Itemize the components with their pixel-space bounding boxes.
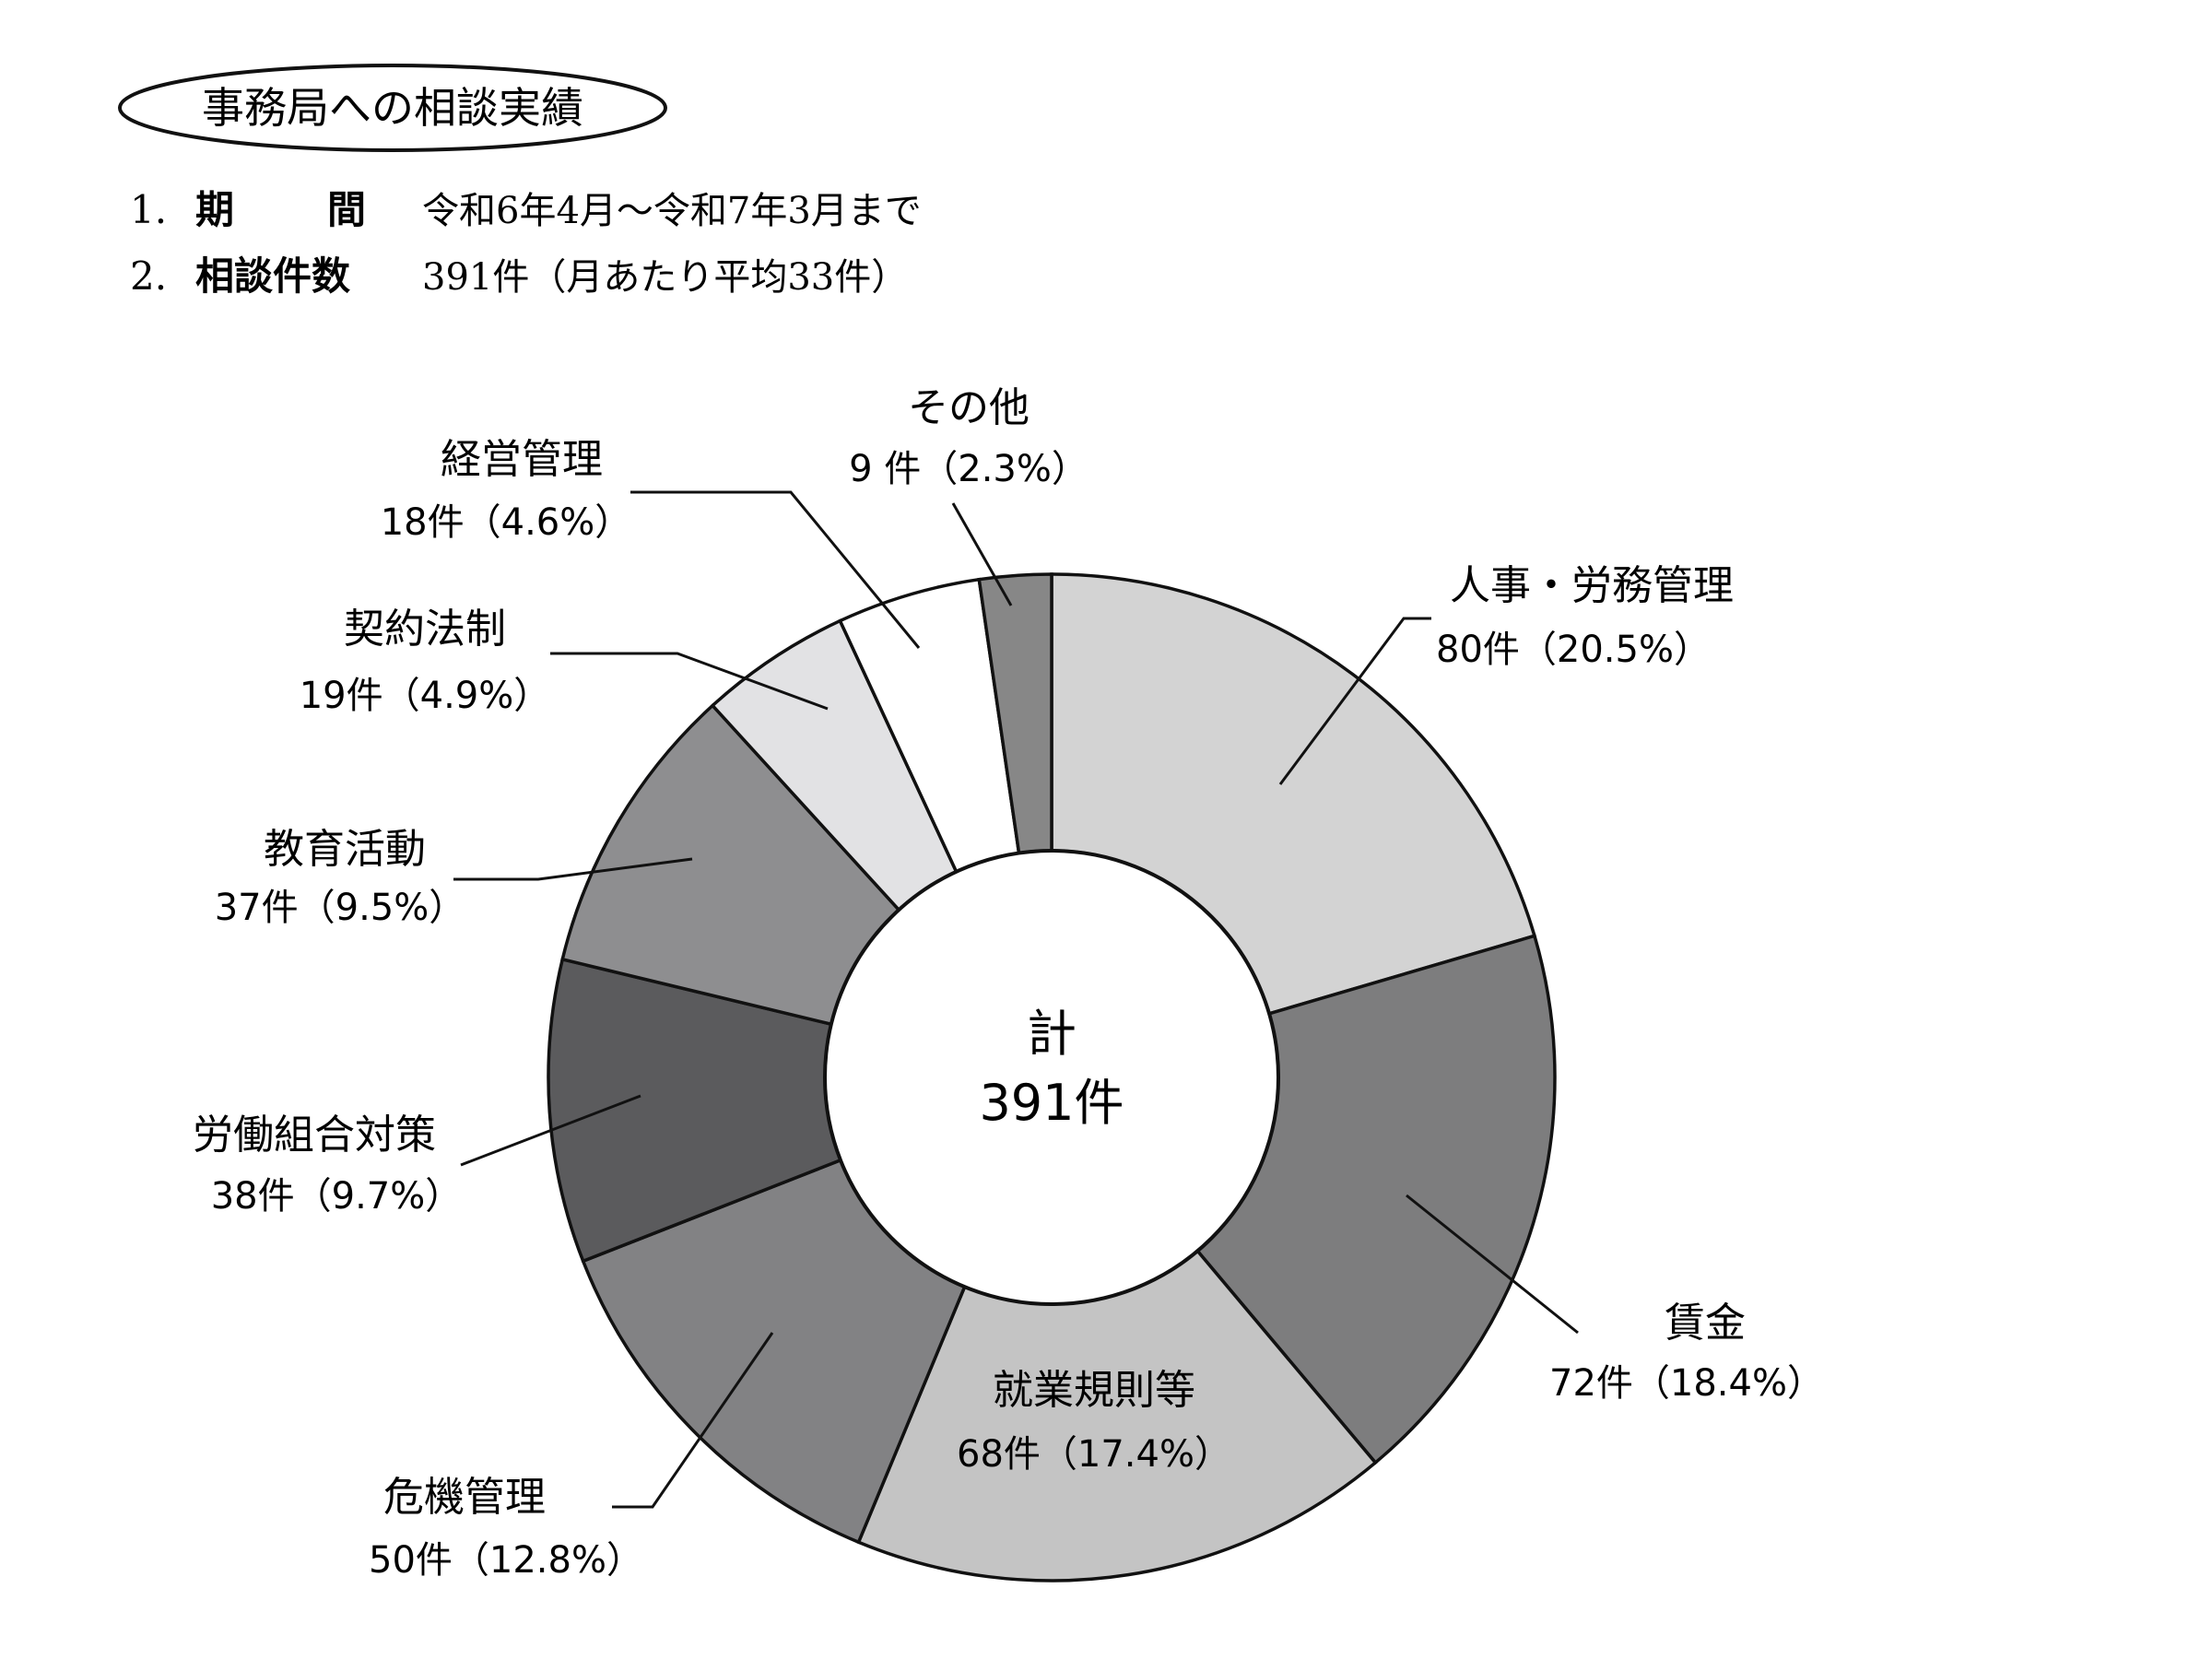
item-1-value: 令和6年4月～令和7年3月まで: [422, 190, 922, 232]
label-shugyo-name: 就業規則等: [993, 1367, 1195, 1414]
label-sonota-value: 9 件（2.3%）: [849, 448, 1088, 490]
header: 事務局への相談実績 1. 期 間 令和6年4月～令和7年3月まで 2. 相談件数…: [118, 64, 922, 299]
label-keiyaku-name: 契約法制: [344, 606, 506, 653]
label-keiei-value: 18件（4.6%）: [381, 501, 632, 544]
leader-line-jinji: [1278, 617, 1431, 785]
leader-line-keiyaku: [550, 652, 829, 711]
item-2-num: 2.: [130, 253, 167, 299]
leader-line-kiki: [612, 1332, 774, 1509]
item-1-num: 1.: [130, 187, 167, 232]
item-1-label-a: 期: [195, 187, 234, 232]
label-kyouiku-name: 教育活動: [264, 826, 426, 873]
leader-line-sonota: [951, 502, 1013, 606]
label-roudou-name: 労働組合対策: [193, 1112, 436, 1159]
leader-lines: [453, 490, 1579, 1509]
label-keiyaku-value: 19件（4.9%）: [300, 675, 551, 717]
leader-line-keiei: [630, 490, 921, 649]
label-chingin-value: 72件（18.4%）: [1549, 1362, 1824, 1405]
slice-labels: 人事・労務管理 80件（20.5%） 賃金 72件（18.4%） 就業規則等 6…: [193, 384, 1824, 1582]
label-sonota-name: その他: [908, 384, 1030, 431]
donut-hole: [823, 849, 1280, 1306]
title-ellipse: [118, 64, 667, 152]
donut-slices: [547, 572, 1557, 1583]
label-jinji-name: 人事・労務管理: [1450, 562, 1734, 609]
label-shugyo-value: 68件（17.4%）: [957, 1433, 1231, 1476]
label-kyouiku-value: 37件（9.5%）: [215, 887, 466, 929]
leader-line-chingin: [1406, 1194, 1579, 1335]
item-1-label-b: 間: [327, 187, 366, 232]
label-chingin-name: 賃金: [1665, 1300, 1746, 1347]
center-value: 391件: [979, 1074, 1124, 1132]
label-keiei-name: 経営管理: [441, 436, 603, 483]
item-2-label-a: 相談件数: [195, 253, 350, 299]
label-kiki-value: 50件（12.8%）: [369, 1539, 643, 1582]
label-jinji-value: 80件（20.5%）: [1436, 629, 1711, 671]
center-label: 計: [1027, 1005, 1077, 1063]
page-title: 事務局への相談実績: [202, 83, 583, 133]
label-roudou-value: 38件（9.7%）: [211, 1175, 463, 1218]
leader-line-kyouiku: [453, 857, 693, 881]
label-kiki-name: 危機管理: [383, 1474, 546, 1521]
item-2-value: 391件（月あたり平均33件）: [422, 256, 908, 299]
leader-line-roudou: [460, 1094, 641, 1167]
